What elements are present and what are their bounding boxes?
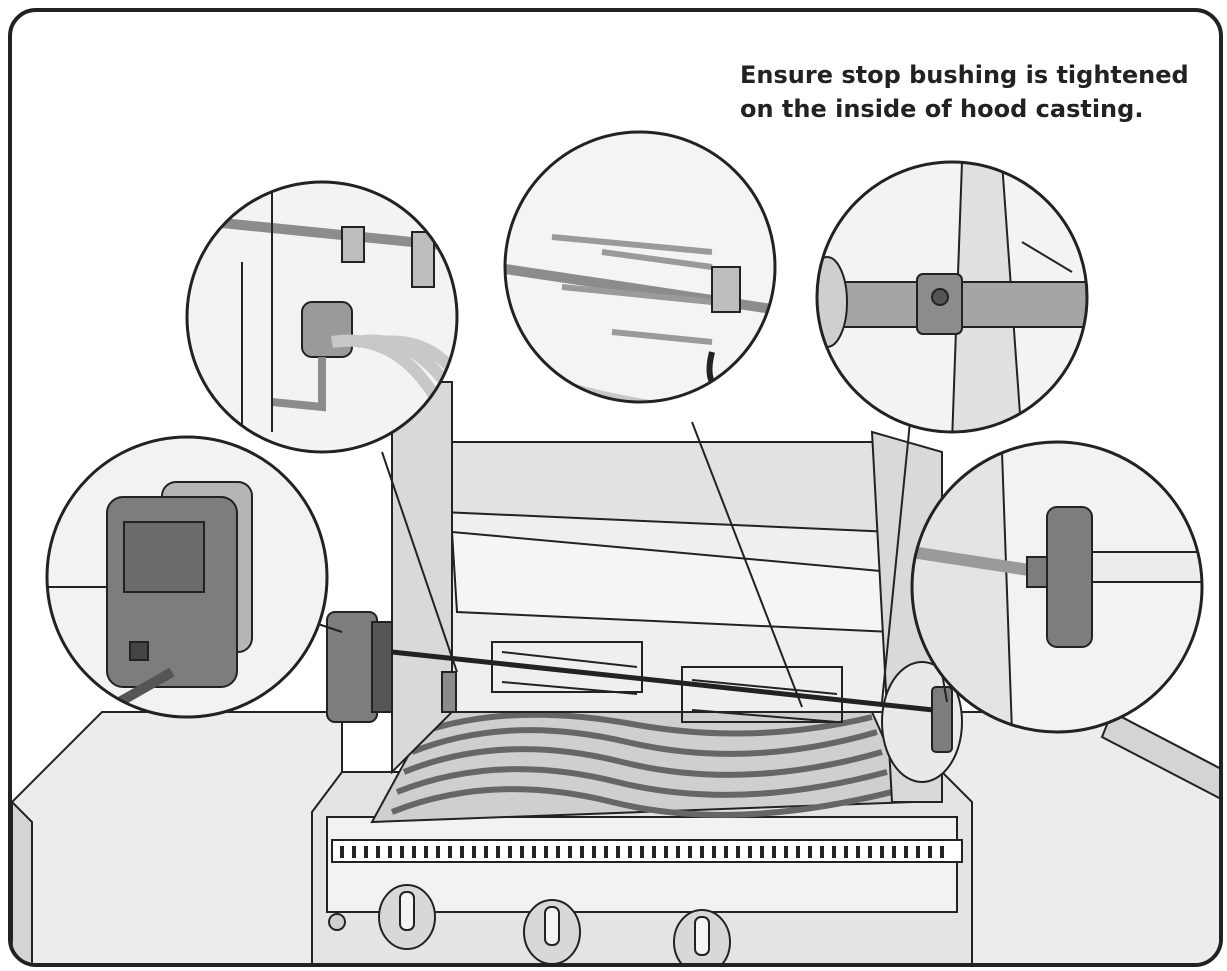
- rotisserie-assembly-diagram: [12, 130, 1219, 963]
- burner-knob-icon: [328, 884, 731, 963]
- detail-motor: [45, 435, 329, 719]
- cooking-grate: [370, 711, 914, 824]
- open-hood: [391, 381, 963, 803]
- stop-bushing-icon: [815, 160, 1089, 434]
- vent-slots: [340, 846, 944, 858]
- illustration-frame: Ensure stop bushing is tightened on the …: [8, 8, 1223, 967]
- spit-rod-icon: [391, 641, 953, 723]
- left-side-shelf: [12, 711, 343, 963]
- detail-handle: [910, 440, 1204, 734]
- meat-fork-icon: [503, 130, 777, 404]
- grill-body: [311, 771, 973, 963]
- caption-line-1: Ensure stop bushing is tightened: [740, 61, 1189, 89]
- handle-icon: [931, 686, 953, 753]
- instruction-caption: Ensure stop bushing is tightened on the …: [740, 58, 1200, 126]
- caption-line-2: on the inside of hood casting.: [740, 95, 1144, 123]
- rotisserie-motor-icon: [326, 611, 393, 723]
